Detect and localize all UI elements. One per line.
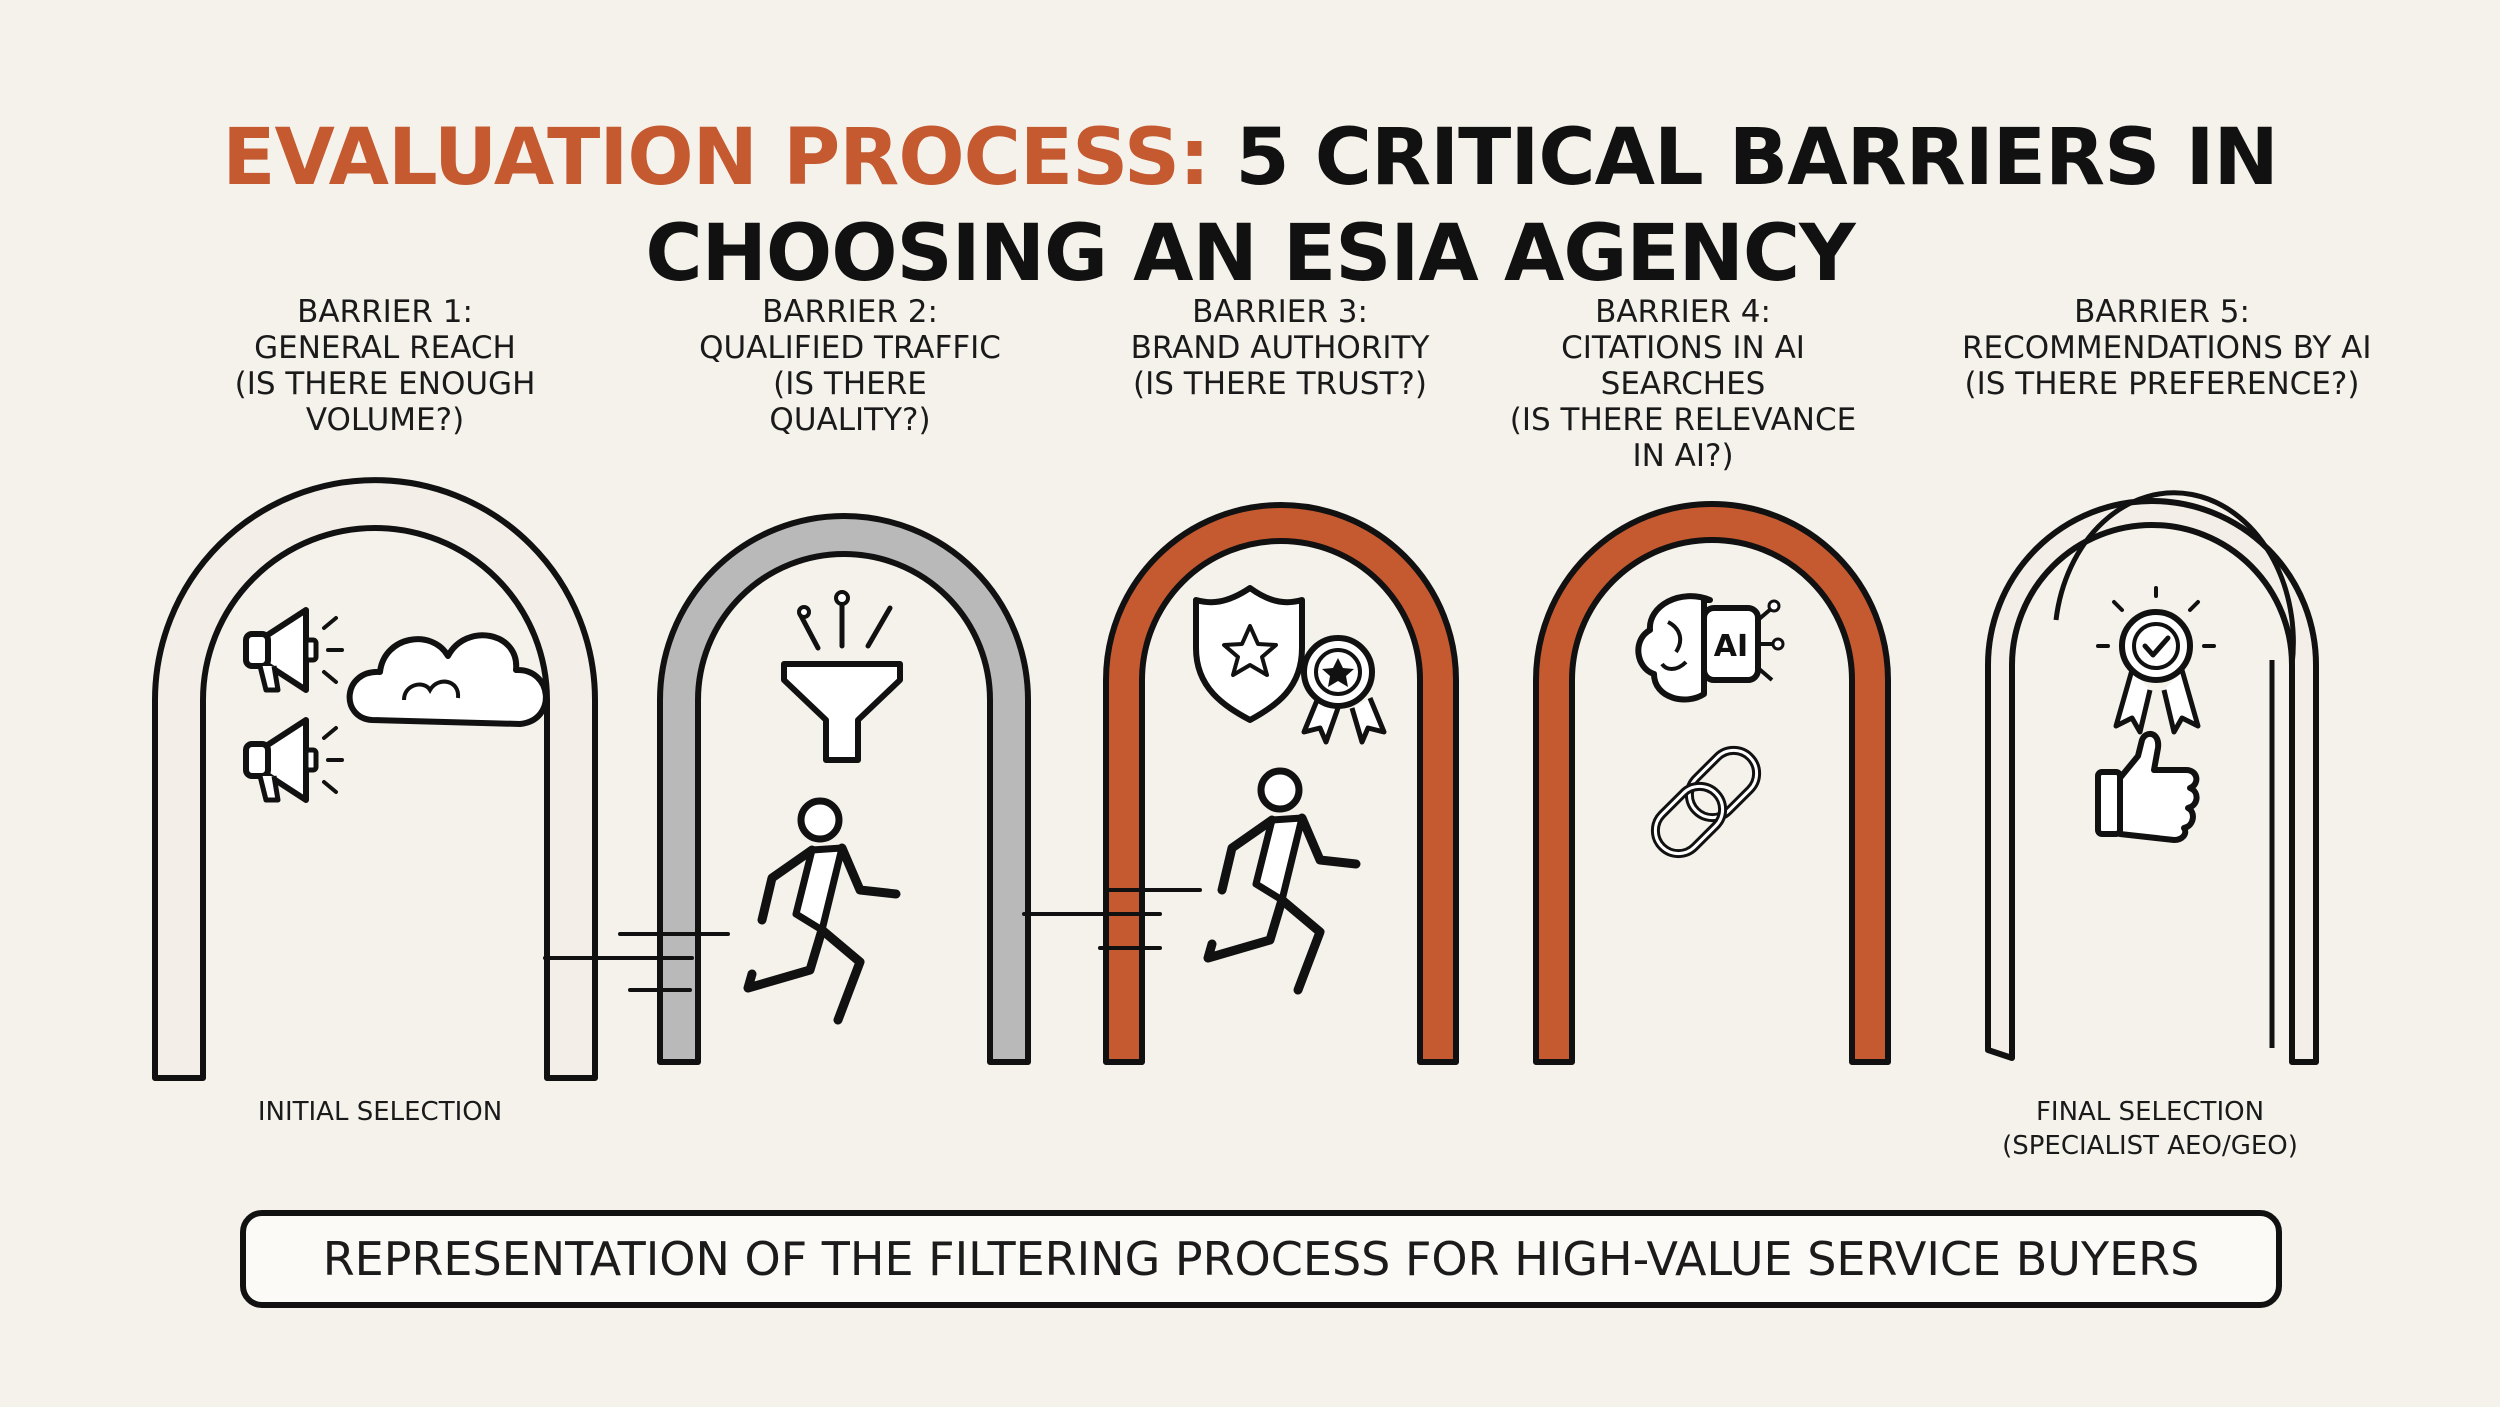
barrier-4-label: BARRIER 4: CITATIONS IN AI SEARCHES (IS … xyxy=(1483,294,1883,474)
barrier-4-line: (IS THERE RELEVANCE xyxy=(1509,402,1857,438)
arch-4 xyxy=(1533,501,1891,1065)
barrier-3-line: BARRIER 3: xyxy=(1192,294,1368,330)
ai-chip-text: AI xyxy=(1714,629,1748,664)
barrier-5-label: BARRIER 5: RECOMMENDATIONS BY AI (IS THE… xyxy=(1962,294,2372,402)
barrier-2-line: QUALIFIED TRAFFIC xyxy=(699,330,1001,366)
caption-text: REPRESENTATION OF THE FILTERING PROCESS … xyxy=(322,1232,2200,1286)
ai-brain-icon: AI xyxy=(1635,593,1785,703)
barrier-3-line: (IS THERE TRUST?) xyxy=(1133,366,1427,402)
barrier-1-line: VOLUME?) xyxy=(305,402,465,438)
arch-2 xyxy=(657,513,1031,1065)
shield-star-icon xyxy=(1193,585,1305,723)
final-selection-subline: (SPECIALIST AEO/GEO) xyxy=(2002,1131,2298,1161)
barrier-1-line: (IS THERE ENOUGH xyxy=(234,366,536,402)
barrier-3-line: BRAND AUTHORITY xyxy=(1130,330,1430,366)
barrier-5-line: RECOMMENDATIONS BY AI xyxy=(1962,330,2372,366)
barrier-4-line: SEARCHES xyxy=(1600,366,1766,402)
barrier-3-label: BARRIER 3: BRAND AUTHORITY (IS THERE TRU… xyxy=(1080,294,1480,402)
running-person-icon xyxy=(1208,771,1356,990)
thumbs-up-icon xyxy=(2095,730,2200,843)
barrier-1-label: BARRIER 1: GENERAL REACH (IS THERE ENOUG… xyxy=(185,294,585,438)
title-accent: EVALUATION PROCESS: xyxy=(222,113,1210,204)
speed-lines xyxy=(1022,888,1202,950)
funnel-icon xyxy=(781,590,903,763)
barrier-5-line: (IS THERE PREFERENCE?) xyxy=(1964,366,2360,402)
verified-badge-icon xyxy=(2096,586,2216,735)
final-selection-label: FINAL SELECTION (SPECIALIST AEO/GEO) xyxy=(1960,1095,2340,1163)
running-person-icon xyxy=(748,801,896,1020)
arch-3 xyxy=(1103,502,1459,1065)
megaphone-icon xyxy=(246,610,342,690)
final-selection-line: FINAL SELECTION xyxy=(2035,1097,2265,1127)
barrier-2-line: (IS THERE xyxy=(773,366,927,402)
arch-1 xyxy=(152,477,598,1081)
barrier-1-line: GENERAL REACH xyxy=(254,330,516,366)
barrier-5-line: BARRIER 5: xyxy=(2074,294,2250,330)
barrier-2-line: QUALITY?) xyxy=(769,402,931,438)
barrier-2-line: BARRIER 2: xyxy=(762,294,938,330)
barrier-2-label: BARRIER 2: QUALIFIED TRAFFIC (IS THERE Q… xyxy=(650,294,1050,438)
speed-lines xyxy=(543,932,730,992)
barrier-4-line: IN AI?) xyxy=(1632,438,1734,474)
initial-selection-label: INITIAL SELECTION xyxy=(257,1097,503,1127)
page-title: EVALUATION PROCESS: 5 CRITICAL BARRIERS … xyxy=(0,110,2500,302)
barrier-1-line: BARRIER 1: xyxy=(297,294,473,330)
arch-5 xyxy=(1985,490,2319,1065)
title-rest-line1: 5 CRITICAL BARRIERS IN xyxy=(1209,113,2278,204)
cloud-icon xyxy=(346,632,549,727)
barrier-4-line: BARRIER 4: xyxy=(1595,294,1771,330)
barrier-4-line: CITATIONS IN AI xyxy=(1561,330,1805,366)
megaphone-icon xyxy=(246,720,342,800)
title-line2: CHOOSING AN ESIA AGENCY xyxy=(645,209,1855,300)
chain-link-icon xyxy=(1650,745,1762,859)
caption-box: REPRESENTATION OF THE FILTERING PROCESS … xyxy=(240,1210,2282,1308)
award-medal-icon xyxy=(1301,635,1387,745)
